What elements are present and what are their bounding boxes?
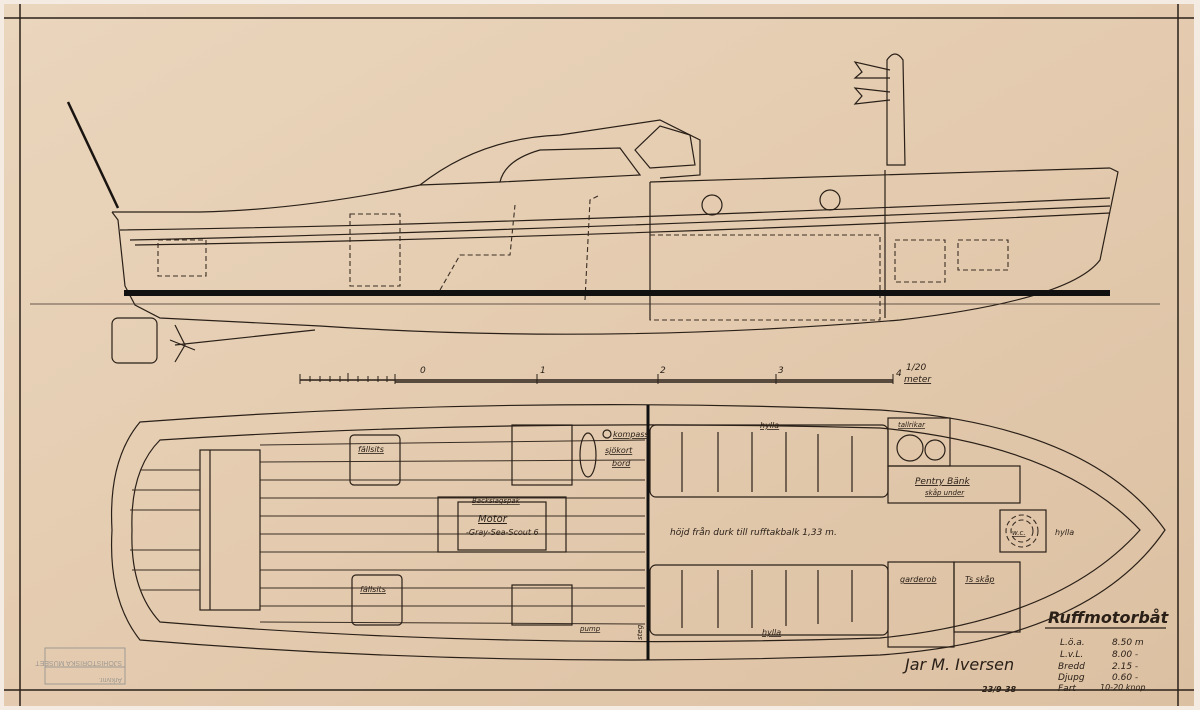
porthole	[701, 194, 723, 216]
hull-outline	[110, 404, 1166, 661]
stamp-museum: SJÖHISTORISKA MUSEET	[35, 659, 122, 667]
label-steg: steg	[636, 624, 644, 640]
porthole	[819, 189, 841, 211]
mast	[66, 101, 120, 209]
spec-value: 0.60 -	[1112, 673, 1138, 683]
side-elevation	[30, 53, 1160, 364]
scale-tick: 4	[896, 369, 902, 379]
frame-border	[4, 4, 1194, 706]
label-wc: w.c.	[1012, 529, 1026, 537]
paper	[4, 4, 1194, 706]
label-pump: pump	[579, 625, 601, 633]
label-motor-model: -Gray-Sea-Scout 6	[466, 528, 539, 537]
label-hylla: hylla	[1055, 528, 1074, 537]
spec-label: Bredd	[1058, 662, 1085, 672]
label-backslagspak: Backslagspak	[472, 497, 521, 505]
spec-label: L.ö.a.	[1060, 638, 1085, 648]
propeller-icon	[169, 324, 196, 363]
folding-seat	[351, 574, 403, 626]
spec-label: Fart	[1058, 684, 1076, 694]
date: 23/9-38	[982, 685, 1017, 694]
label-fallsits: fällsits	[360, 585, 386, 594]
archive-stamp: SJÖHISTORISKA MUSEET Arkivnr.	[35, 647, 126, 685]
scale-unit: meter	[904, 375, 932, 385]
label-bord: bord	[612, 459, 631, 468]
label-hylla: hylla	[762, 628, 781, 637]
scale-tick: 0	[420, 366, 426, 376]
label-garderob: garderob	[900, 575, 937, 584]
label-skap-under: skåp under	[925, 488, 965, 497]
spec-value: 10-20 knop	[1100, 683, 1145, 692]
scale-ratio: 1/20	[906, 363, 926, 373]
label-height-note: höjd från durk till rufftakbalk 1,33 m.	[670, 527, 837, 538]
label-sjokort: sjökort	[605, 446, 633, 455]
scale-bar: 0 1 2 3 4 1/20 meter	[299, 363, 932, 385]
label-ts-skap: Ts skåp	[965, 574, 994, 584]
label-fallsits: fällsits	[358, 445, 384, 454]
propeller-shaft	[174, 329, 316, 346]
label-tallrikar: tallrikar	[898, 421, 926, 429]
compass-icon	[602, 429, 612, 439]
scale-tick: 3	[778, 366, 784, 376]
signature: Jar M. Iversen	[902, 655, 1014, 674]
engine-box	[437, 496, 567, 553]
drawing-title: Ruffmotorbåt	[1048, 608, 1170, 627]
stamp-archive: Arkivnr.	[99, 676, 122, 683]
folding-seat	[349, 434, 401, 486]
title-block: Ruffmotorbåt L.ö.a. 8.50 m L.v.L. 8.00 -…	[902, 608, 1170, 694]
exhaust-stack	[886, 53, 906, 166]
scale-tick: 1	[540, 366, 546, 376]
spec-value: 8.50 m	[1112, 638, 1144, 648]
steering-wheel-icon	[579, 432, 597, 478]
cabin-roof	[419, 119, 701, 186]
spec-value: 2.15 -	[1112, 662, 1138, 672]
label-kompass: kompass	[613, 430, 649, 439]
pantry-bench	[887, 465, 1021, 504]
label-pentry: Pentry Bänk	[915, 477, 970, 487]
spec-label: Djupg	[1058, 673, 1085, 683]
scale-tick: 2	[660, 366, 666, 376]
wc-compartment	[999, 509, 1047, 553]
rudder	[111, 317, 158, 364]
spec-label: L.v.L.	[1060, 650, 1083, 660]
plan-view	[110, 404, 1166, 661]
label-motor: Motor	[478, 514, 508, 525]
hull-profile	[111, 167, 1119, 335]
spec-value: 8.00 -	[1112, 650, 1138, 660]
label-hylla: hylla	[760, 421, 779, 430]
